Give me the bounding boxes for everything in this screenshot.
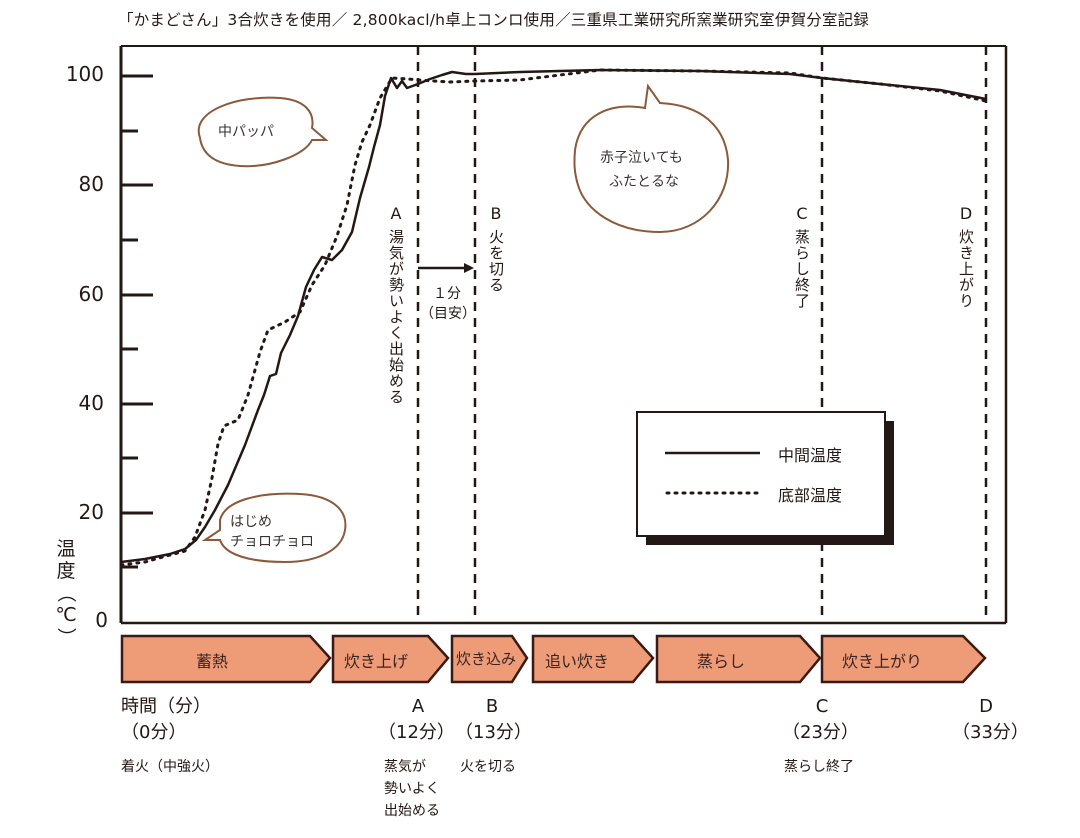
legend-label-middle: 中間温度 bbox=[778, 446, 843, 465]
bubble-text-hajime-2: チョロチョロ bbox=[230, 534, 314, 550]
timeline-a-note-3: 出始める bbox=[384, 803, 440, 819]
bubble-text-akago-1: 赤子泣いても bbox=[600, 150, 683, 166]
timeline-b-letter: B bbox=[485, 696, 499, 717]
marker-label-b: B 火を切る bbox=[486, 205, 506, 297]
marker-label-c: C 蒸らし終了 bbox=[792, 205, 812, 313]
timeline-d-time: （33分） bbox=[952, 722, 1029, 743]
stage-arrows bbox=[120, 634, 987, 684]
timeline-c-letter: C bbox=[815, 696, 829, 717]
middle-temperature-line bbox=[120, 68, 987, 564]
timeline-a-letter: A bbox=[411, 696, 425, 717]
timeline-b-time: （13分） bbox=[455, 722, 532, 743]
y-title-char: ℃ bbox=[55, 604, 77, 626]
y-axis-title: 温 度 （ ℃ ） bbox=[54, 538, 78, 648]
timeline-a-time: （12分） bbox=[378, 722, 455, 743]
speech-bubble-naka bbox=[197, 96, 329, 168]
y-tick-label-80: 80 bbox=[78, 172, 104, 196]
bubble-text-naka: 中パッパ bbox=[218, 124, 274, 140]
event-markers bbox=[416, 46, 988, 623]
y-ticks bbox=[121, 74, 153, 569]
marker-letter-a: A bbox=[390, 204, 402, 223]
y-tick-label-60: 60 bbox=[78, 282, 104, 306]
start-note: 着火（中強火） bbox=[121, 759, 219, 775]
time-axis-label: 時間（分） bbox=[121, 696, 211, 717]
stage-label-6: 炊き上がり bbox=[842, 652, 923, 671]
stage-label-1: 蓄熱 bbox=[196, 652, 229, 671]
stage-arrow-2 bbox=[331, 634, 450, 684]
start-time: （0分） bbox=[121, 722, 187, 743]
bubble-text-akago-2: ふたとるな bbox=[609, 174, 679, 190]
interval-line1: １分 bbox=[433, 286, 461, 302]
timeline-a-note-1: 蒸気が bbox=[384, 759, 426, 775]
timeline-b-note: 火を切る bbox=[460, 759, 516, 775]
timeline-a-note-2: 勢いよく bbox=[384, 781, 440, 797]
y-tick-label-40: 40 bbox=[78, 391, 104, 415]
marker-letter-c: C bbox=[796, 204, 808, 223]
stage-arrow-6 bbox=[820, 634, 987, 684]
marker-text-b: 火を切る bbox=[487, 229, 505, 293]
stage-label-5: 蒸らし bbox=[697, 652, 746, 671]
stage-label-4: 追い炊き bbox=[545, 652, 610, 671]
marker-text-c: 蒸らし終了 bbox=[793, 229, 811, 309]
speech-bubble-akago bbox=[573, 83, 730, 234]
chart-title: 「かまどさん」3合炊きを使用／ 2,800kacl/h卓上コンロ使用／三重県工業… bbox=[118, 11, 870, 29]
marker-label-a: A 湯気が勢いよく出始める bbox=[386, 205, 406, 409]
interval-label: １分 （目安） bbox=[420, 284, 476, 324]
arrow-head-icon bbox=[464, 263, 474, 273]
stage-arrow-3 bbox=[450, 634, 529, 684]
marker-letter-d: D bbox=[959, 204, 973, 223]
y-title-char: （ bbox=[55, 583, 77, 603]
y-title-char: ） bbox=[55, 627, 77, 647]
stage-arrow-1 bbox=[120, 634, 332, 684]
legend-box bbox=[636, 411, 886, 537]
stage-arrow-4 bbox=[531, 634, 655, 684]
timeline-d-letter: D bbox=[979, 696, 993, 717]
timeline-c-note: 蒸らし終了 bbox=[784, 759, 854, 775]
y-tick-label-20: 20 bbox=[78, 500, 104, 524]
marker-text-a: 湯気が勢いよく出始める bbox=[387, 229, 405, 405]
marker-letter-b: B bbox=[490, 204, 502, 223]
interval-line2: （目安） bbox=[420, 306, 476, 322]
stage-label-3: 炊き込み bbox=[456, 650, 517, 668]
bubble-text-hajime-1: はじめ bbox=[230, 514, 272, 530]
marker-text-d: 炊き上がり bbox=[957, 229, 975, 309]
marker-label-d: D 炊き上がり bbox=[956, 205, 976, 313]
stage-label-2: 炊き上げ bbox=[344, 652, 409, 671]
stage-arrow-5 bbox=[655, 634, 822, 684]
timeline-c-time: （23分） bbox=[782, 722, 859, 743]
y-title-char: 度 bbox=[56, 560, 76, 582]
y-tick-label-0: 0 bbox=[95, 608, 108, 632]
speech-bubble-hajime bbox=[201, 492, 347, 564]
legend-label-bottom: 底部温度 bbox=[778, 486, 843, 505]
y-tick-label-100: 100 bbox=[65, 62, 104, 86]
y-title-char: 温 bbox=[56, 538, 76, 560]
